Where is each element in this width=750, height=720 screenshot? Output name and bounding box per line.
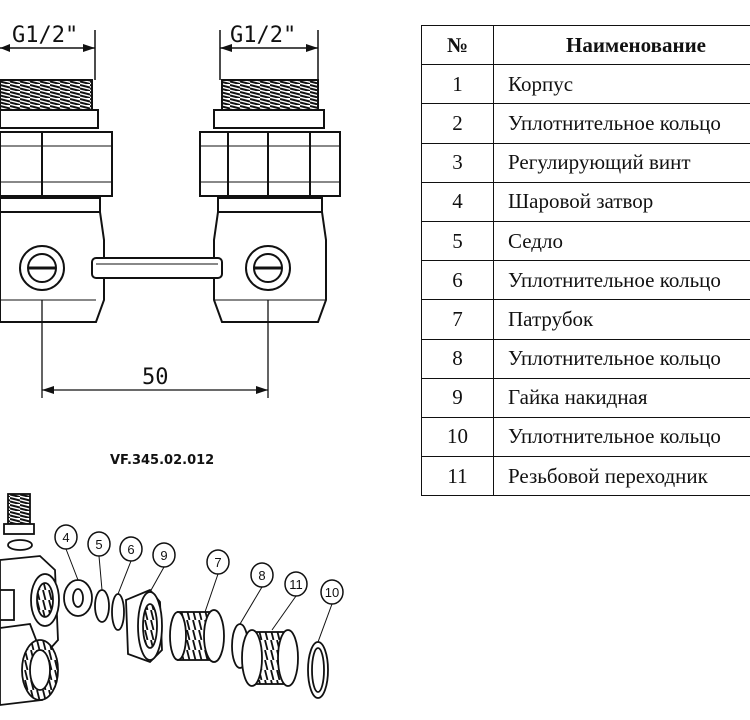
row-name: Шаровой затвор xyxy=(493,181,750,222)
row-number: 1 xyxy=(421,64,494,105)
row-number: 4 xyxy=(421,181,494,222)
thread-dimension-right: G1/2" xyxy=(219,23,319,80)
thread-label-left: G1/2" xyxy=(12,23,78,48)
spacing-dimension: 50 xyxy=(41,300,269,398)
callout-7: 7 xyxy=(204,549,230,613)
row-number: 2 xyxy=(421,103,494,144)
callout-label: 6 xyxy=(127,542,134,557)
callout-10: 10 xyxy=(317,579,344,643)
pipe-part xyxy=(169,609,225,663)
callout-label: 10 xyxy=(325,585,339,600)
callouts: 4 5 6 9 7 8 11 10 xyxy=(54,524,344,643)
header-name: Наименование xyxy=(493,24,750,66)
model-code: VF.345.02.012 xyxy=(110,453,214,468)
union-nut xyxy=(125,588,163,664)
bridge-pipe xyxy=(91,257,223,279)
thread-adapter xyxy=(241,629,299,687)
callout-label: 4 xyxy=(62,530,69,545)
callout-5: 5 xyxy=(87,531,111,591)
body-part xyxy=(0,555,60,706)
row-name: Резьбовой переходник xyxy=(493,456,750,497)
row-name: Корпус xyxy=(493,64,750,105)
row-name: Уплотнительное кольцо xyxy=(493,103,750,144)
adjusting-screw xyxy=(3,493,35,535)
callout-4: 4 xyxy=(54,524,79,581)
row-number: 9 xyxy=(421,377,494,418)
callout-8: 8 xyxy=(239,562,274,625)
row-number: 6 xyxy=(421,260,494,301)
thread-dimension-left: G1/2" xyxy=(0,23,96,80)
callout-label: 9 xyxy=(160,548,167,563)
callout-label: 8 xyxy=(258,568,265,583)
thread-label-right: G1/2" xyxy=(230,23,296,48)
row-number: 5 xyxy=(421,220,494,262)
row-number: 7 xyxy=(421,299,494,340)
table-header-row: № Наименование xyxy=(421,24,750,66)
callout-label: 7 xyxy=(214,555,221,570)
o-ring-6 xyxy=(111,593,125,631)
header-number: № xyxy=(421,24,494,66)
valve-left xyxy=(0,79,113,323)
valve-front-view: G1/2" G1/2" xyxy=(0,23,341,398)
row-name: Уплотнительное кольцо xyxy=(493,260,750,301)
callout-label: 11 xyxy=(289,577,303,592)
exploded-view xyxy=(0,493,329,706)
row-number: 10 xyxy=(421,416,494,458)
row-name: Уплотнительное кольцо xyxy=(493,416,750,458)
row-name: Гайка накидная xyxy=(493,377,750,418)
callout-6: 6 xyxy=(117,536,143,595)
row-number: 11 xyxy=(421,456,494,497)
row-name: Седло xyxy=(493,220,750,262)
callout-11: 11 xyxy=(271,571,308,631)
row-name: Регулирующий винт xyxy=(493,142,750,183)
seat-ring xyxy=(94,589,110,623)
spacing-label: 50 xyxy=(142,365,169,390)
callout-9: 9 xyxy=(149,542,176,593)
row-name: Патрубок xyxy=(493,299,750,340)
valve-right xyxy=(199,79,341,323)
callout-label: 5 xyxy=(95,537,102,552)
row-number: 8 xyxy=(421,338,494,379)
row-number: 3 xyxy=(421,142,494,183)
row-name: Уплотнительное кольцо xyxy=(493,338,750,379)
